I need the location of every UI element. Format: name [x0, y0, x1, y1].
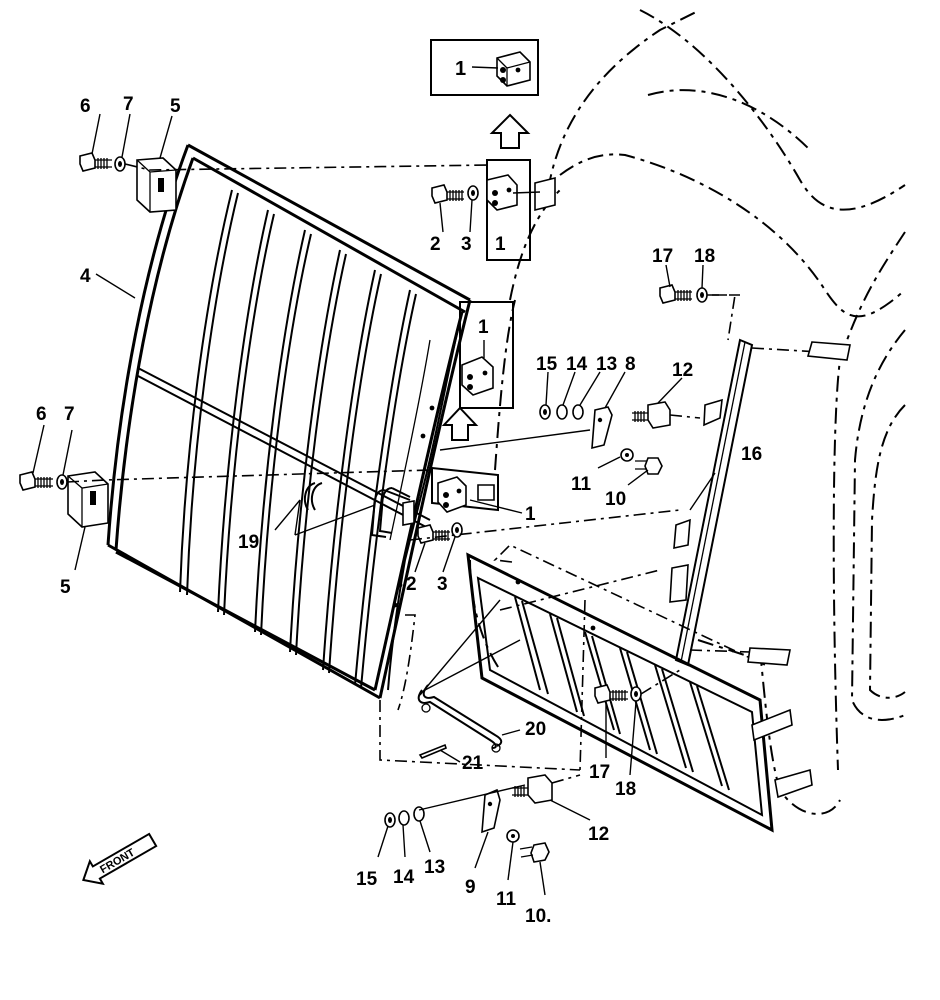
callouts: 1 6 7 5 2 3 1 4 1 6 7 5 17 18 15 14 13 8…	[36, 58, 762, 927]
callout-10-lower: 10.	[525, 906, 551, 927]
callout-2-top: 2	[430, 234, 441, 255]
callout-11-upper: 11	[571, 474, 592, 495]
callout-8: 8	[625, 354, 636, 375]
bolt-17-upper	[659, 264, 740, 304]
callout-12-upper: 12	[672, 360, 693, 381]
callout-inset-top: 1	[455, 58, 466, 80]
door-jamb	[387, 311, 463, 711]
callout-6-top: 6	[80, 96, 91, 117]
callout-1-lower-latch: 1	[525, 504, 536, 525]
callout-2-lower: 2	[406, 574, 417, 595]
screen-bars	[179, 189, 417, 689]
callout-7-left: 7	[64, 404, 75, 425]
callout-17-lower: 17	[589, 762, 610, 783]
callout-6-left: 6	[36, 404, 47, 425]
callout-16: 16	[741, 444, 762, 465]
mid-inset-box	[459, 301, 514, 409]
callout-15-lower: 15	[356, 869, 378, 890]
callout-17-upper: 17	[652, 246, 673, 267]
lower-hardware	[377, 599, 591, 896]
callout-1-top-latch: 1	[495, 234, 506, 255]
bolt-2-top	[431, 184, 479, 233]
callout-5-top: 5	[170, 96, 181, 117]
callout-14-lower: 14	[393, 867, 415, 888]
callout-10-upper: 10	[605, 489, 626, 510]
callout-20: 20	[525, 719, 546, 740]
callout-4-screen: 4	[80, 266, 91, 287]
callout-3-lower: 3	[437, 574, 448, 595]
upper-hardware	[439, 371, 716, 511]
hinge-top-left	[79, 113, 491, 213]
pin-21	[418, 743, 461, 763]
callout-18-lower: 18	[615, 779, 636, 800]
callout-1-mid-inset: 1	[478, 317, 489, 338]
callout-11-lower: 11	[496, 889, 517, 910]
callout-12-lower: 12	[588, 824, 609, 845]
lower-screen	[466, 544, 774, 833]
rod-16	[669, 294, 821, 667]
callout-18-upper: 18	[694, 246, 715, 267]
callout-5-left: 5	[60, 577, 71, 598]
bolt-17-lower	[594, 669, 681, 776]
cab-brackets	[477, 176, 851, 799]
callout-15-upper: 15	[536, 354, 558, 375]
handle-19	[274, 482, 415, 538]
callout-19: 19	[238, 532, 259, 553]
upper-latch-box	[486, 159, 541, 261]
callout-13-lower: 13	[424, 857, 445, 878]
callout-7-top: 7	[123, 94, 134, 115]
up-arrow-top	[489, 113, 531, 149]
callout-14-upper: 14	[566, 354, 588, 375]
inset-top	[430, 39, 539, 96]
up-arrow-mid	[441, 406, 479, 441]
lower-latch-box	[431, 466, 499, 513]
callout-13-upper: 13	[596, 354, 617, 375]
callout-9: 9	[465, 877, 476, 898]
bolt-2-lower	[414, 522, 463, 573]
construction-lines	[379, 509, 681, 771]
callout-3-top: 3	[461, 234, 472, 255]
front-arrow: FRONT	[82, 832, 158, 886]
callout-21: 21	[462, 753, 484, 774]
hinge-bottom-left	[19, 424, 431, 571]
rod-20	[417, 599, 521, 753]
